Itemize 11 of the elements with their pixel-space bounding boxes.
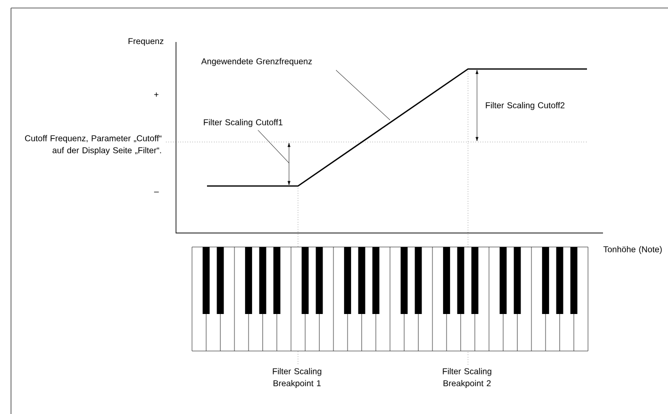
axis-label: Tonhöhe (Note) [603, 246, 662, 254]
callout-text: Filter Scaling Cutoff1 [204, 119, 282, 127]
axis-label: Frequenz [128, 38, 164, 46]
axis-mark: + [154, 92, 158, 97]
leader-line [336, 70, 390, 120]
breakpoint-label: Filter Scaling Breakpoint 2 [442, 368, 492, 388]
dimension-label: Filter Scaling Cutoff2 [486, 102, 564, 110]
parameter-label: Cutoff Frequenz, Parameter „Cutoff“ auf der Display Seite „Filter“. [25, 135, 162, 155]
callout-text: Angewendete Grenzfrequenz [201, 58, 312, 66]
breakpoint-label: Filter Scaling Breakpoint 1 [272, 368, 322, 388]
leader-line [258, 130, 290, 164]
